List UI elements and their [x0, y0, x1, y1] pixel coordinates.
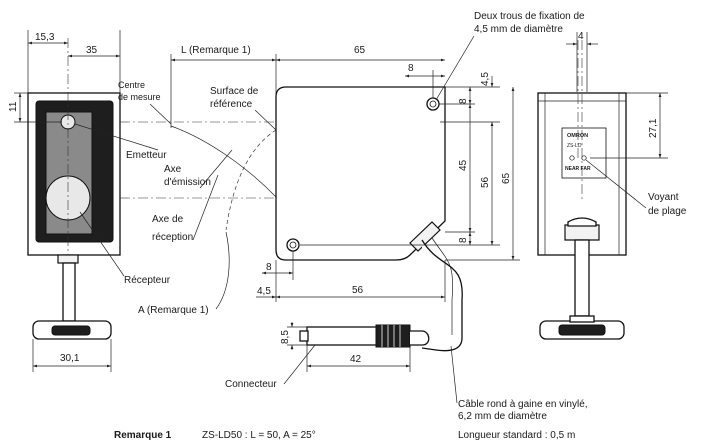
label-axe-emission-2: d'émission [164, 177, 211, 188]
nameplate [561, 127, 607, 179]
label-connecteur: Connecteur [225, 379, 277, 390]
dim-8-upper: 8 [458, 98, 469, 104]
end-view: OMRON ZS-LD NEAR FAR 4 27,1 Voyant de pl… [537, 31, 687, 340]
label-voyant-2: de plage [648, 206, 687, 217]
dim-4-side: 4 [578, 31, 584, 42]
note-title: Remarque 1 [114, 430, 172, 441]
label-centre-1: Centre [118, 80, 145, 90]
label-surface-1: Surface de [210, 86, 259, 97]
led-far [581, 155, 587, 161]
side-connector-grip [375, 324, 411, 348]
end-cable-gland [564, 224, 600, 241]
dim-45: 45 [458, 159, 469, 171]
dim-35: 35 [86, 45, 98, 56]
cable-exit-gland [409, 221, 441, 252]
side-housing [275, 86, 446, 261]
front-connector-socket [51, 325, 91, 336]
dim-56-horiz: 56 [352, 285, 364, 296]
dim-65-vert: 65 [501, 172, 512, 184]
dim-8-top: 8 [408, 63, 414, 74]
dim-4-5-left: 4,5 [257, 286, 271, 297]
label-voyant-1: Voyant [648, 192, 679, 203]
nameplate-indicator: NEAR FAR [565, 166, 591, 172]
label-a-note: A (Remarque 1) [138, 305, 209, 316]
label-centre-2: de mesure [118, 92, 161, 102]
dim-4-5-right: 4,5 [480, 72, 491, 86]
label-axe-reception-2: réception [152, 232, 193, 243]
note-text: ZS-LD50 : L = 50, A = 25° [202, 430, 316, 441]
side-connector-body [306, 326, 378, 346]
dim-56-vert: 56 [480, 176, 491, 188]
a-leader [215, 231, 230, 310]
side-connector-tip [299, 330, 309, 342]
dim-15-3: 15,3 [35, 32, 55, 43]
label-longueur: Longueur standard : 0,5 m [458, 430, 575, 441]
dim-65-top: 65 [354, 45, 366, 56]
dim-8-left: 8 [266, 262, 272, 273]
nameplate-brand: OMRON [567, 133, 588, 139]
front-cable [62, 262, 76, 322]
nameplate-model: ZS-LD [567, 143, 582, 149]
label-trous-1: Deux trous de fixation de [474, 11, 585, 22]
label-emetteur: Emetteur [126, 150, 167, 161]
dim-27-1: 27,1 [648, 118, 659, 138]
reception-ray [170, 125, 277, 198]
label-recepteur: Récepteur [124, 275, 171, 286]
dim-30-1: 30,1 [60, 353, 80, 364]
angle-arc [225, 129, 277, 231]
note-block: Remarque 1 ZS-LD50 : L = 50, A = 25° Lon… [114, 430, 575, 441]
label-trous-2: 4,5 mm de diamètre [474, 24, 563, 35]
dim-l-note: L (Remarque 1) [181, 45, 251, 56]
label-cable-2: 6,2 mm de diamètre [458, 411, 547, 422]
led-near [569, 155, 575, 161]
front-cable-gland [57, 254, 79, 264]
dim-8-5: 8,5 [280, 330, 291, 344]
label-axe-reception-1: Axe de [152, 214, 184, 225]
dim-8-lower: 8 [458, 237, 469, 243]
end-cable [574, 239, 590, 317]
optical-geometry: L (Remarque 1) 65 Centre de mesure Surfa… [74, 45, 445, 316]
front-view: 15,3 35 11 30,1 [8, 30, 121, 372]
label-surface-2: référence [210, 99, 253, 110]
label-cable-1: Câble rond à gaine en vinylé, [458, 399, 588, 410]
dim-42: 42 [350, 354, 362, 365]
side-view: 8 4,5 45 8 56 65 8 8 4,5 56 8,5 42 [225, 11, 588, 422]
dim-11: 11 [8, 101, 19, 112]
label-axe-emission-1: Axe [164, 164, 182, 175]
